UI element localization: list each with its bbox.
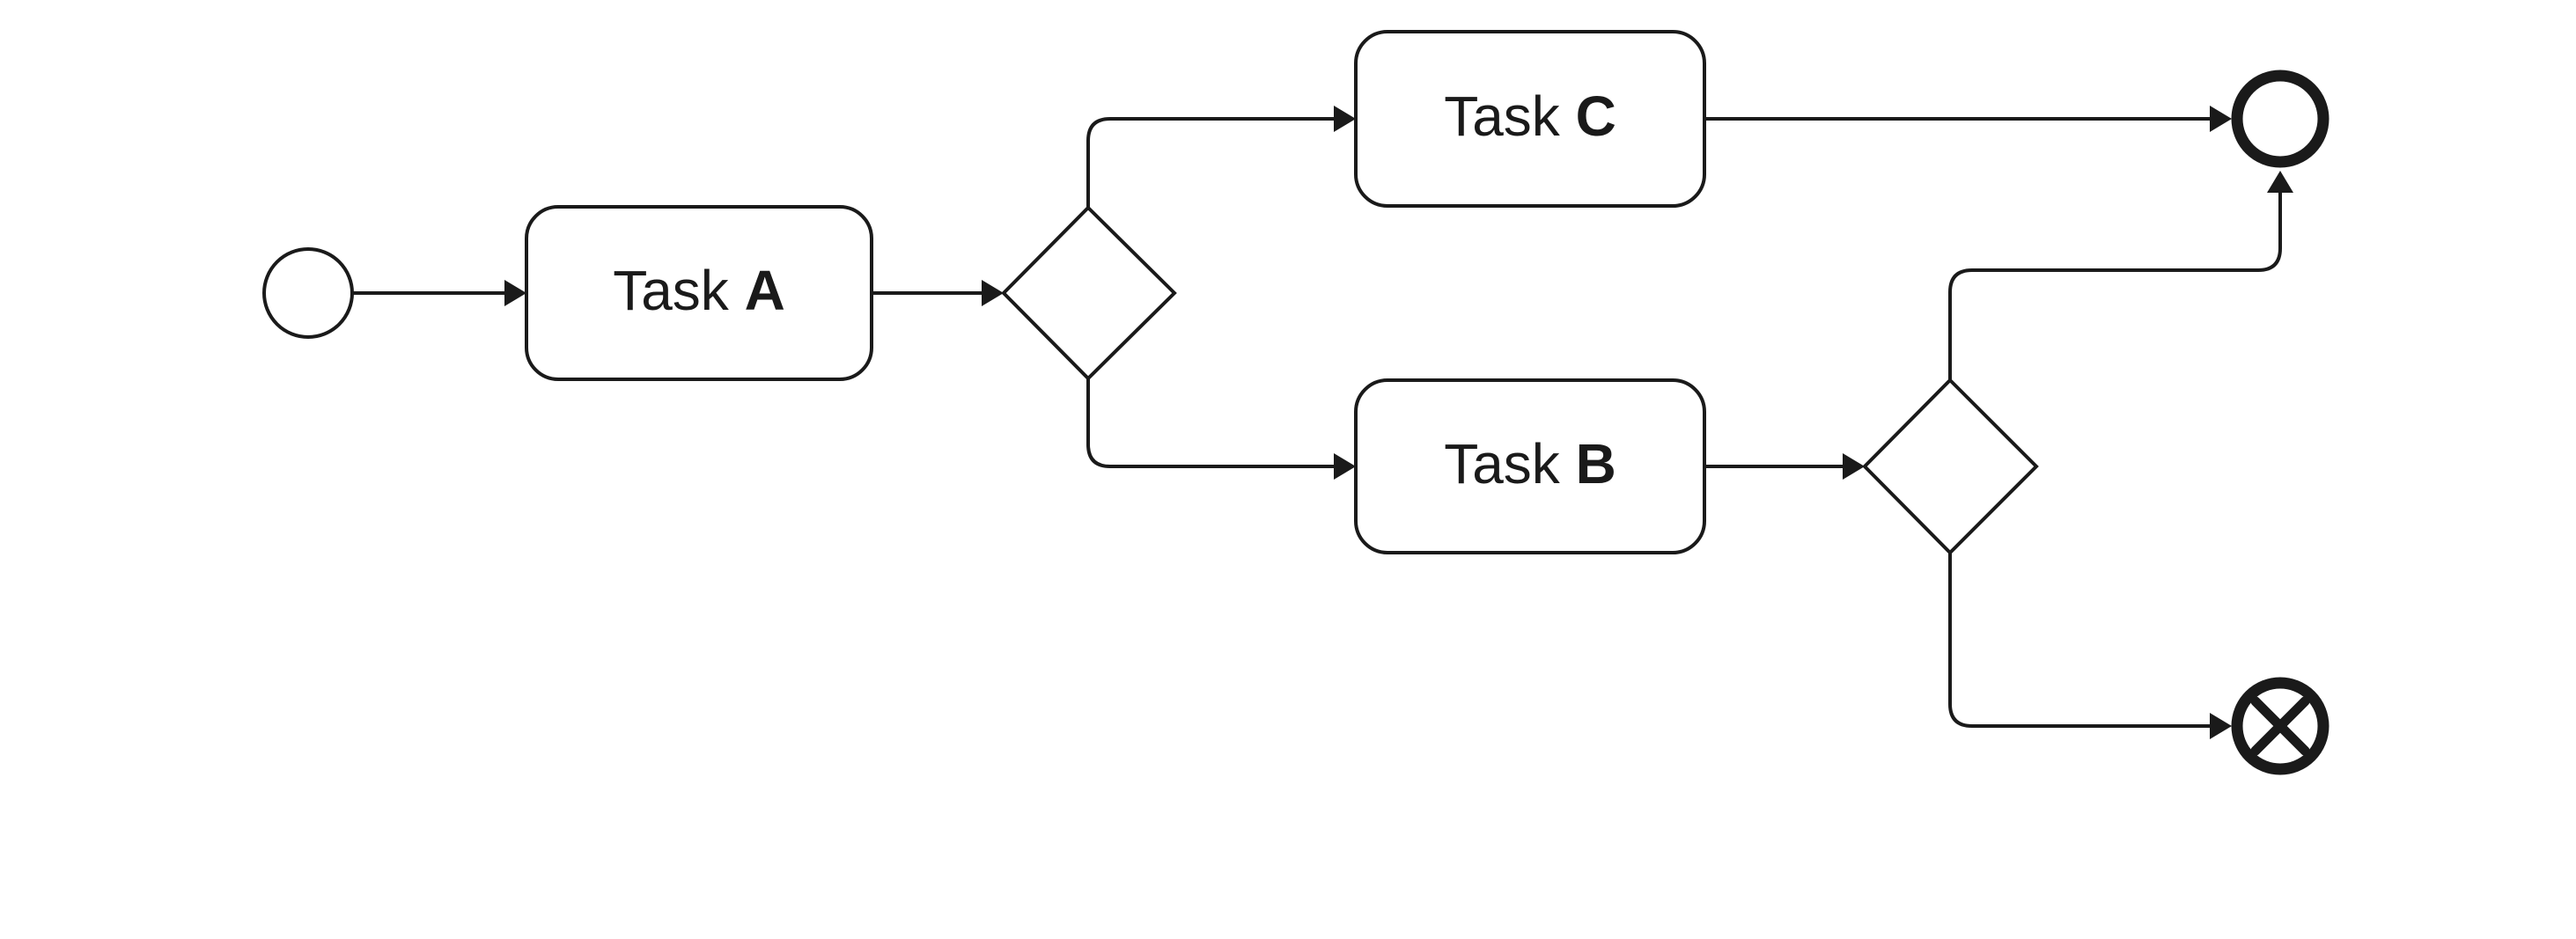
- arrowhead: [504, 280, 526, 306]
- task-a-label: Task A: [613, 259, 785, 322]
- task-a[interactable]: Task A: [525, 205, 873, 381]
- arrowhead: [2210, 106, 2232, 132]
- task-a-box[interactable]: [525, 205, 873, 381]
- arrowhead: [1334, 106, 1356, 132]
- task-b-box[interactable]: [1354, 378, 1706, 554]
- exclusive-gateway-2[interactable]: [1862, 378, 2039, 555]
- edge-gateway-2-to-cancel-end: [1948, 553, 2210, 728]
- edges: [352, 106, 2293, 739]
- task-c-box[interactable]: [1354, 30, 1706, 208]
- arrowhead: [2267, 171, 2293, 193]
- cancel-x-icon: [2250, 696, 2310, 756]
- edge-gateway-1-to-task-c: [1086, 117, 1334, 208]
- cancel-end-event[interactable]: [2231, 677, 2329, 775]
- task-b-label: Task B: [1444, 432, 1616, 495]
- edge-gateway-1-to-task-b: [1086, 378, 1334, 468]
- start-event[interactable]: [262, 247, 354, 339]
- task-b[interactable]: Task B: [1354, 378, 1706, 554]
- edge-gateway-2-to-end: [1948, 192, 2282, 380]
- arrowhead: [982, 280, 1004, 306]
- exclusive-gateway-1[interactable]: [1001, 205, 1177, 381]
- arrowhead: [1843, 453, 1865, 480]
- end-event[interactable]: [2231, 70, 2329, 168]
- arrowhead: [2210, 713, 2232, 739]
- arrowhead: [1334, 453, 1356, 480]
- task-c-label: Task C: [1444, 84, 1616, 148]
- task-c[interactable]: Task C: [1354, 30, 1706, 208]
